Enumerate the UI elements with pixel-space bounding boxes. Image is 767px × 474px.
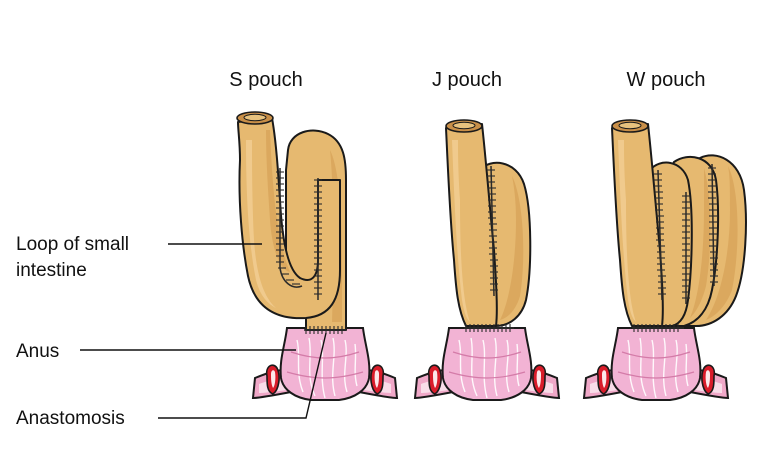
label-anastomosis: Anastomosis bbox=[16, 408, 125, 429]
title-w-pouch: W pouch bbox=[627, 69, 706, 91]
label-loop-of-small-intestine-line2: intestine bbox=[16, 260, 87, 281]
s-pouch-illustration bbox=[236, 111, 398, 401]
w-pouch-illustration bbox=[583, 119, 747, 401]
leader-anastomosis bbox=[158, 332, 327, 419]
title-s-pouch: S pouch bbox=[229, 69, 302, 91]
j-pouch-illustration bbox=[414, 119, 560, 401]
label-anus: Anus bbox=[16, 341, 59, 362]
title-j-pouch: J pouch bbox=[432, 69, 502, 91]
label-loop-of-small-intestine-line1: Loop of small bbox=[16, 234, 129, 255]
